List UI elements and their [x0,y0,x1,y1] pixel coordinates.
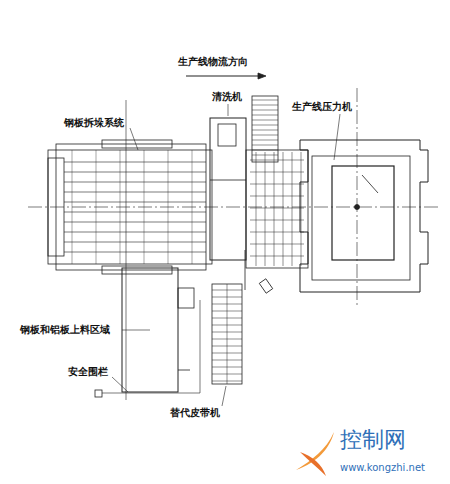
leader-line [222,386,226,406]
stroke [252,110,278,111]
loading-device [178,288,194,308]
stroke [252,140,278,141]
stroke [301,152,302,266]
stroke [250,160,304,161]
destacker-rail [102,266,172,274]
stroke [250,244,304,245]
belt-link [245,250,246,290]
stroke [256,152,257,266]
press-frame [300,140,428,292]
flow-arrow [186,75,258,76]
press-bolster [332,166,394,260]
stroke [252,100,278,101]
destacker-end [48,158,64,256]
stroke [96,150,97,264]
part-label: 安全围栏 [68,366,108,377]
stroke [252,135,278,136]
stroke [227,284,228,384]
stair-steps [252,100,278,155]
stroke [250,208,304,209]
part-label: 钢板和铝板上料区域 [20,324,110,335]
stroke [252,120,278,121]
stroke [192,150,193,264]
stroke [72,150,73,264]
stroke [250,172,304,173]
press-center [355,205,360,210]
stroke [64,232,206,233]
axis-line [126,100,127,400]
stroke [250,220,304,221]
stroke [252,115,278,116]
stroke [144,150,145,264]
leader-line [122,330,150,331]
stroke [64,182,206,183]
stroke [252,130,278,131]
press-bed [312,156,410,280]
stroke [292,152,293,266]
stroke [168,150,169,264]
watermark-text: 控制网 [340,428,406,452]
watermark-url: www.kongzhi.net [340,462,425,473]
center-axis [28,207,440,208]
washer-unit [218,124,236,146]
fence-post [95,390,102,397]
stroke [64,222,206,223]
stroke [64,212,206,213]
part-label: 清洗机 [212,91,242,102]
leader-line [130,128,138,150]
leader-line [334,114,340,160]
part-label: 生产线压力机 [292,101,352,112]
stroke [64,162,206,163]
transfer-conveyor [246,150,308,268]
leader-line [228,104,229,116]
stroke [274,152,275,266]
loading-line [178,370,190,371]
stroke [64,172,206,173]
washer [210,118,246,260]
stroke [250,196,304,197]
part-label: 替代皮带机 [170,407,220,418]
destacker-frame [56,144,206,270]
arrow-head [258,73,266,79]
safety-fence [102,300,200,393]
belt-slats [212,284,242,384]
destacker-rollers [64,150,206,264]
destacker-frame [48,150,212,264]
logo-swoosh [300,452,326,476]
stroke [64,252,206,253]
stroke [64,242,206,243]
belt-conveyor [212,284,242,384]
stroke [265,152,266,266]
stroke [283,152,284,266]
leader-line [112,377,128,392]
stroke [252,125,278,126]
control-box [259,279,272,293]
part-label: 生产线物流方向 [178,56,248,67]
stroke [250,256,304,257]
stroke [64,192,206,193]
press-mark [362,175,378,193]
part-label: 钢板拆垛系统 [64,117,124,128]
stroke [252,145,278,146]
washer-line [210,180,246,181]
stroke [252,105,278,106]
transfer-fingers [250,152,304,266]
stroke [250,184,304,185]
stroke [64,202,206,203]
stroke [120,150,121,264]
center-axis [357,88,358,305]
loading-area [122,268,178,392]
stroke [250,232,304,233]
